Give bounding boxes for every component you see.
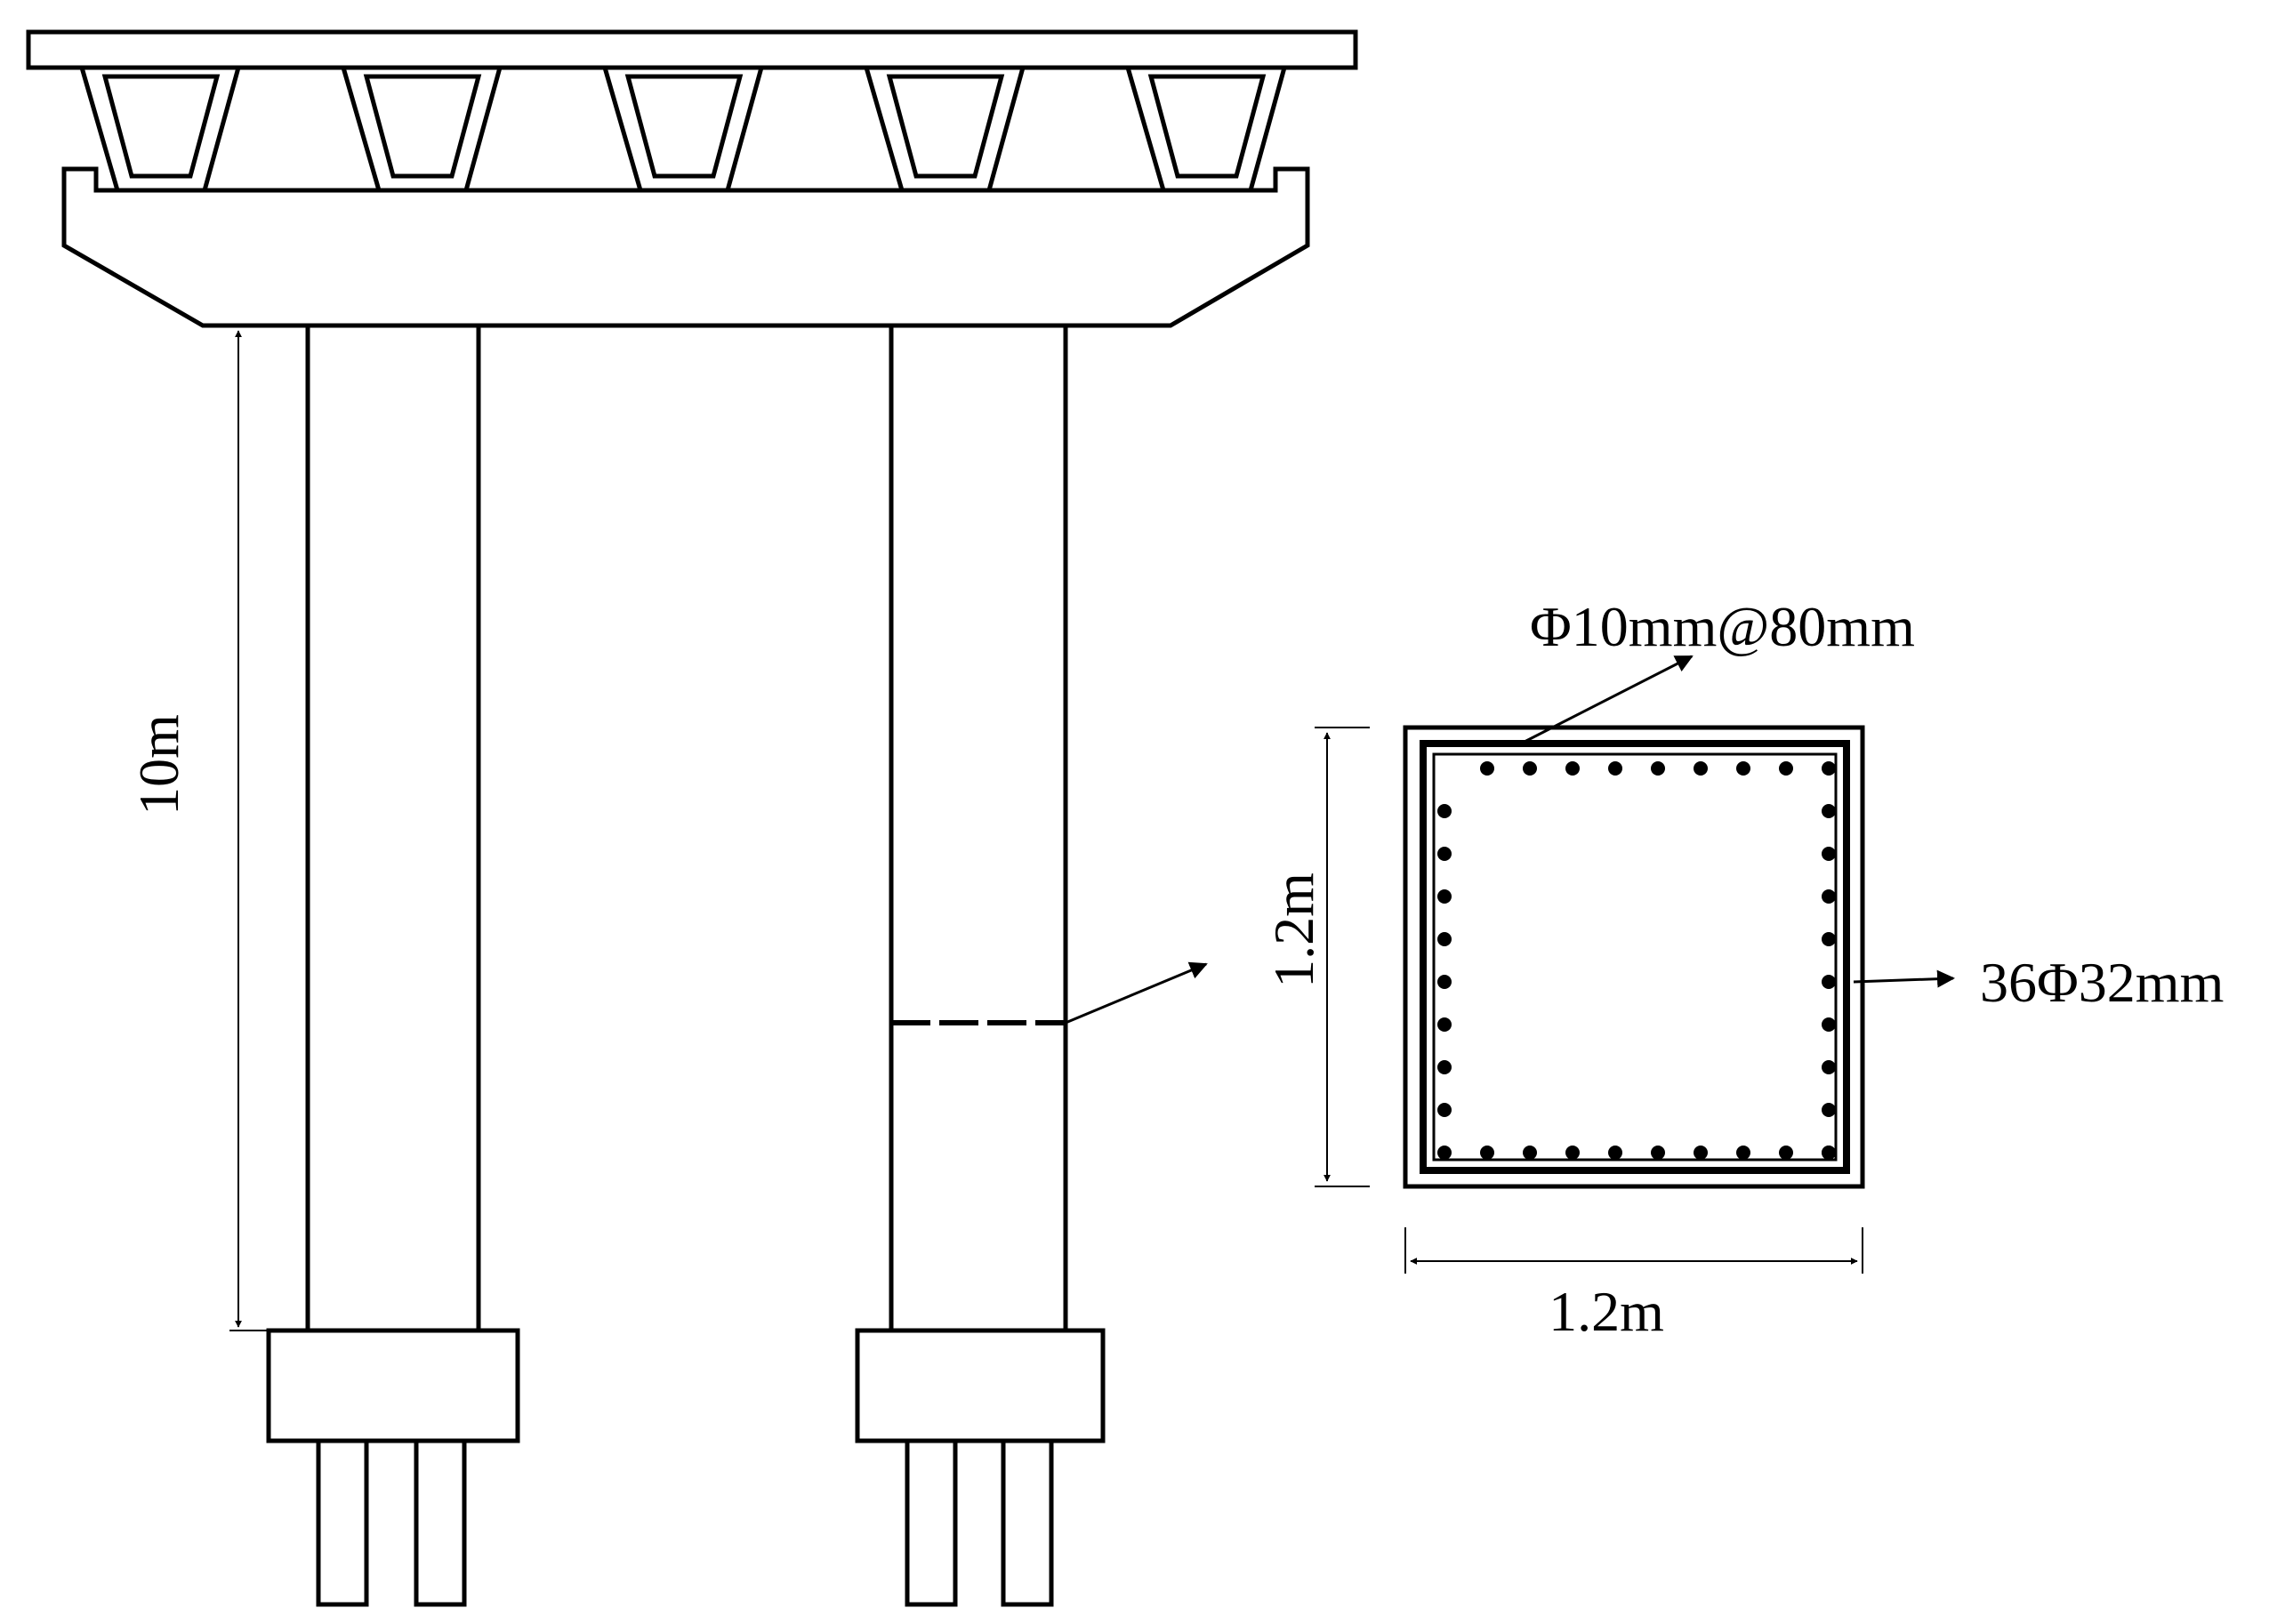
longitudinal-leader-arrow: [1853, 969, 1955, 988]
rebar-dot: [1651, 1146, 1665, 1160]
rebar-dot: [1565, 1146, 1580, 1160]
pier-height-dimension: [229, 325, 308, 1331]
rebar-dot: [1437, 889, 1452, 904]
rebar-dot: [1608, 761, 1622, 776]
rebar-dot: [1779, 761, 1793, 776]
rebar-dot: [1437, 1017, 1452, 1032]
stirrup-label: Φ10mm@80mm: [1530, 595, 1915, 658]
rebar-dot: [1651, 761, 1665, 776]
rebar-dot: [1822, 1103, 1836, 1117]
longitudinal-rebars: [1437, 761, 1836, 1160]
section-callout-arrow: [1065, 961, 1208, 1025]
section-height-label: 1.2m: [1262, 872, 1325, 988]
column-cross-section: [1403, 725, 1865, 1189]
rebar-dot: [1822, 1146, 1836, 1160]
stirrup-leader-arrow: [1520, 655, 1694, 745]
rebar-dot: [1608, 1146, 1622, 1160]
rebar-dot: [1437, 847, 1452, 861]
box-girder-1: [78, 65, 242, 193]
rebar-dot: [1437, 1103, 1452, 1117]
box-girder-5: [1124, 65, 1288, 193]
longitudinal-label: 36Φ32mm: [1980, 951, 2224, 1014]
rebar-dot: [1437, 1146, 1452, 1160]
rebar-dot: [1822, 1017, 1836, 1032]
rebar-dot: [1437, 1060, 1452, 1074]
rebar-dot: [1822, 804, 1836, 818]
box-girder-2: [340, 65, 503, 193]
rebar-dot: [1480, 761, 1494, 776]
left-pile-cap: [266, 1328, 520, 1443]
rebar-dot: [1694, 1146, 1708, 1160]
section-height-dimension: [1315, 727, 1370, 1187]
pier-cap: [61, 166, 1310, 328]
rebar-dot: [1736, 1146, 1750, 1160]
deck-slab: [26, 29, 1358, 70]
left-pile-1: [316, 1438, 369, 1607]
box-girder-4: [863, 65, 1026, 193]
rebar-dot: [1694, 761, 1708, 776]
right-pile-1: [905, 1438, 958, 1607]
rebar-dot: [1822, 889, 1836, 904]
rebar-dot: [1822, 1060, 1836, 1074]
rebar-dot: [1822, 761, 1836, 776]
rebar-dot: [1779, 1146, 1793, 1160]
rebar-dot: [1736, 761, 1750, 776]
rebar-dot: [1437, 932, 1452, 946]
section-outline: [1403, 725, 1865, 1189]
right-pier: [855, 326, 1106, 1607]
rebar-dot: [1822, 932, 1836, 946]
section-width-label: 1.2m: [1549, 1280, 1664, 1343]
rebar-dot: [1523, 761, 1537, 776]
box-girder-deck: [26, 29, 1358, 193]
box-girder-3: [601, 65, 765, 193]
pier-height-label: 10m: [127, 714, 190, 816]
right-pile-cap: [855, 1328, 1106, 1443]
rebar-dot: [1480, 1146, 1494, 1160]
left-pile-2: [414, 1438, 467, 1607]
rebar-dot: [1565, 761, 1580, 776]
rebar-dot: [1822, 975, 1836, 989]
stirrup-inner: [1432, 752, 1838, 1162]
rebar-dot: [1822, 847, 1836, 861]
stirrup-outer: [1420, 740, 1850, 1174]
rebar-dot: [1437, 804, 1452, 818]
rebar-dot: [1437, 975, 1452, 989]
rebar-dot: [1523, 1146, 1537, 1160]
right-pile-2: [1001, 1438, 1054, 1607]
section-width-dimension: [1404, 1227, 1863, 1274]
left-pier: [266, 326, 520, 1607]
